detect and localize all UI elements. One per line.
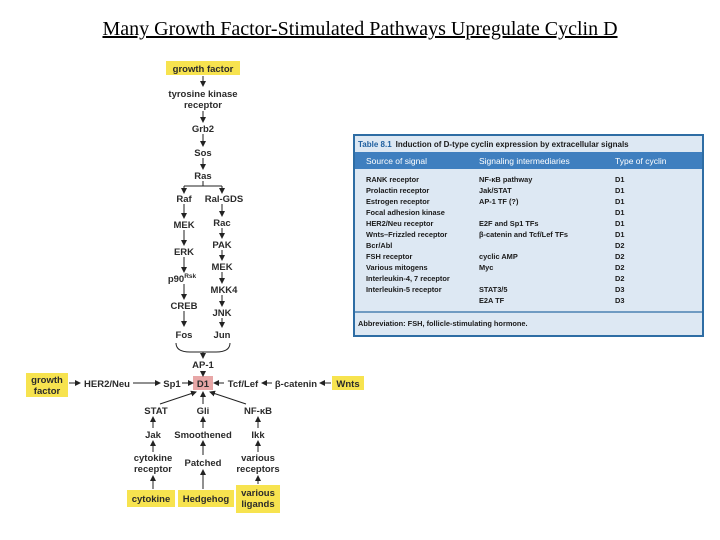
table-cell: D1 bbox=[615, 230, 624, 239]
table-cell: Interleukin-4, 7 receptor bbox=[366, 274, 450, 283]
table-cell: AP-1 TF (?) bbox=[479, 197, 519, 206]
node-ras: Ras bbox=[194, 171, 211, 182]
node-tyrosine-kinase-line1: tyrosine kinase bbox=[168, 89, 237, 100]
node-ikk: Ikk bbox=[251, 430, 265, 441]
table-cell: Jak/STAT bbox=[479, 186, 512, 195]
table-cell: HER2/Neu receptor bbox=[366, 219, 433, 228]
node-cytokine-receptor-line2: receptor bbox=[134, 464, 172, 475]
node-raf: Raf bbox=[176, 194, 192, 205]
table-cell: RANK receptor bbox=[366, 175, 419, 184]
page-title: Many Growth Factor-Stimulated Pathways U… bbox=[102, 18, 618, 40]
node-rac: Rac bbox=[213, 218, 230, 229]
table-cell: Myc bbox=[479, 263, 493, 272]
node-various-ligands-line1: various bbox=[241, 488, 275, 499]
table-header-source: Source of signal bbox=[366, 156, 427, 166]
node-her2-neu: HER2/Neu bbox=[84, 379, 130, 390]
table-cell: D1 bbox=[615, 186, 624, 195]
node-pak: PAK bbox=[212, 240, 231, 251]
growth-factor-left-box bbox=[26, 373, 68, 397]
node-p90: p90 bbox=[168, 274, 184, 285]
table-header-cyclin-type: Type of cyclin bbox=[615, 156, 667, 166]
node-gli: Gli bbox=[197, 406, 210, 417]
table-footnote: Abbreviation: FSH, follicle-stimulating … bbox=[358, 319, 528, 328]
table-cell: D2 bbox=[615, 274, 624, 283]
node-nf-kb: NF-κB bbox=[244, 406, 272, 417]
node-grb2: Grb2 bbox=[192, 124, 214, 135]
node-growth-factor-top: growth factor bbox=[173, 64, 234, 75]
cytokine-box bbox=[127, 490, 175, 507]
table-caption-number: Table 8.1 bbox=[358, 140, 392, 149]
node-various-receptors-line1: various bbox=[241, 453, 275, 464]
table-header-row bbox=[355, 152, 702, 169]
node-stat: STAT bbox=[144, 406, 168, 417]
table-cell: cyclic AMP bbox=[479, 252, 518, 261]
growth-factor-top-box bbox=[166, 61, 240, 75]
table-cell: Prolactin receptor bbox=[366, 186, 429, 195]
signaling-pathway-diagram: growth factor tyrosine kinase receptor G… bbox=[26, 61, 364, 513]
table-cell: Various mitogens bbox=[366, 263, 428, 272]
table-caption: Table 8.1 Induction of D-type cyclin expr… bbox=[358, 140, 629, 149]
node-hedgehog: Hedgehog bbox=[183, 494, 230, 505]
node-mek-left: MEK bbox=[173, 220, 194, 231]
node-various-receptors-line2: receptors bbox=[236, 464, 279, 475]
table-cell: Interleukin-5 receptor bbox=[366, 285, 442, 294]
node-mek-right: MEK bbox=[211, 262, 232, 273]
table-cell: D3 bbox=[615, 296, 624, 305]
node-cytokine-receptor-line1: cytokine bbox=[134, 453, 173, 464]
table-cell: D1 bbox=[615, 197, 624, 206]
table-cell: β-catenin and Tcf/Lef TFs bbox=[479, 230, 568, 239]
table-cell: FSH receptor bbox=[366, 252, 413, 261]
table-cell: Bcr/Abl bbox=[366, 241, 392, 250]
node-rsk: Rsk bbox=[184, 273, 196, 280]
node-ap1: AP-1 bbox=[192, 360, 214, 371]
node-beta-catenin: β-catenin bbox=[275, 379, 317, 390]
node-tcf-lef: Tcf/Lef bbox=[228, 379, 259, 390]
node-smoothened: Smoothened bbox=[174, 430, 232, 441]
node-fos: Fos bbox=[176, 330, 193, 341]
table-cell: Estrogen receptor bbox=[366, 197, 430, 206]
node-jun: Jun bbox=[214, 330, 231, 341]
node-patched: Patched bbox=[185, 458, 222, 469]
node-growth-factor-left-line1: growth bbox=[31, 375, 63, 386]
hedgehog-box bbox=[178, 490, 234, 507]
node-creb: CREB bbox=[171, 301, 198, 312]
table-cell: D1 bbox=[615, 208, 624, 217]
table-caption-text: Induction of D-type cyclin expression by… bbox=[396, 140, 630, 149]
wnts-box bbox=[332, 376, 364, 390]
table-cell: D2 bbox=[615, 241, 624, 250]
various-ligands-box bbox=[236, 485, 280, 513]
table-cell: D2 bbox=[615, 252, 624, 261]
table-cell: D1 bbox=[615, 219, 624, 228]
node-wnts: Wnts bbox=[336, 379, 359, 390]
node-d1: D1 bbox=[197, 379, 210, 390]
table-cell: D2 bbox=[615, 263, 624, 272]
table-cell: Wnts–Frizzled receptor bbox=[366, 230, 447, 239]
node-jak: Jak bbox=[145, 430, 162, 441]
node-erk: ERK bbox=[174, 247, 194, 258]
node-sp1: Sp1 bbox=[163, 379, 181, 390]
table-cell: D3 bbox=[615, 285, 624, 294]
table-cell: E2A TF bbox=[479, 296, 505, 305]
d1-box bbox=[193, 376, 213, 390]
table-rows: RANK receptor NF-κB pathway D1 Prolactin… bbox=[366, 175, 624, 305]
table-cell: Focal adhesion kinase bbox=[366, 208, 445, 217]
node-mkk4: MKK4 bbox=[211, 285, 239, 296]
table-cell: NF-κB pathway bbox=[479, 175, 533, 184]
table-cell: STAT3/5 bbox=[479, 285, 507, 294]
table-header-intermediaries: Signaling intermediaries bbox=[479, 156, 570, 166]
node-sos: Sos bbox=[194, 148, 211, 159]
node-cytokine: cytokine bbox=[132, 494, 171, 505]
pathway-arrows bbox=[69, 76, 331, 489]
table-cell: E2F and Sp1 TFs bbox=[479, 219, 539, 228]
node-tyrosine-kinase-line2: receptor bbox=[184, 100, 222, 111]
table-cell: D1 bbox=[615, 175, 624, 184]
node-jnk: JNK bbox=[212, 308, 231, 319]
node-p90rsk: p90Rsk bbox=[168, 273, 197, 285]
node-growth-factor-left-line2: factor bbox=[34, 386, 61, 397]
table-8-1: Table 8.1 Induction of D-type cyclin expr… bbox=[353, 134, 704, 337]
node-ral-gds: Ral-GDS bbox=[205, 194, 244, 205]
node-various-ligands-line2: ligands bbox=[241, 499, 274, 510]
